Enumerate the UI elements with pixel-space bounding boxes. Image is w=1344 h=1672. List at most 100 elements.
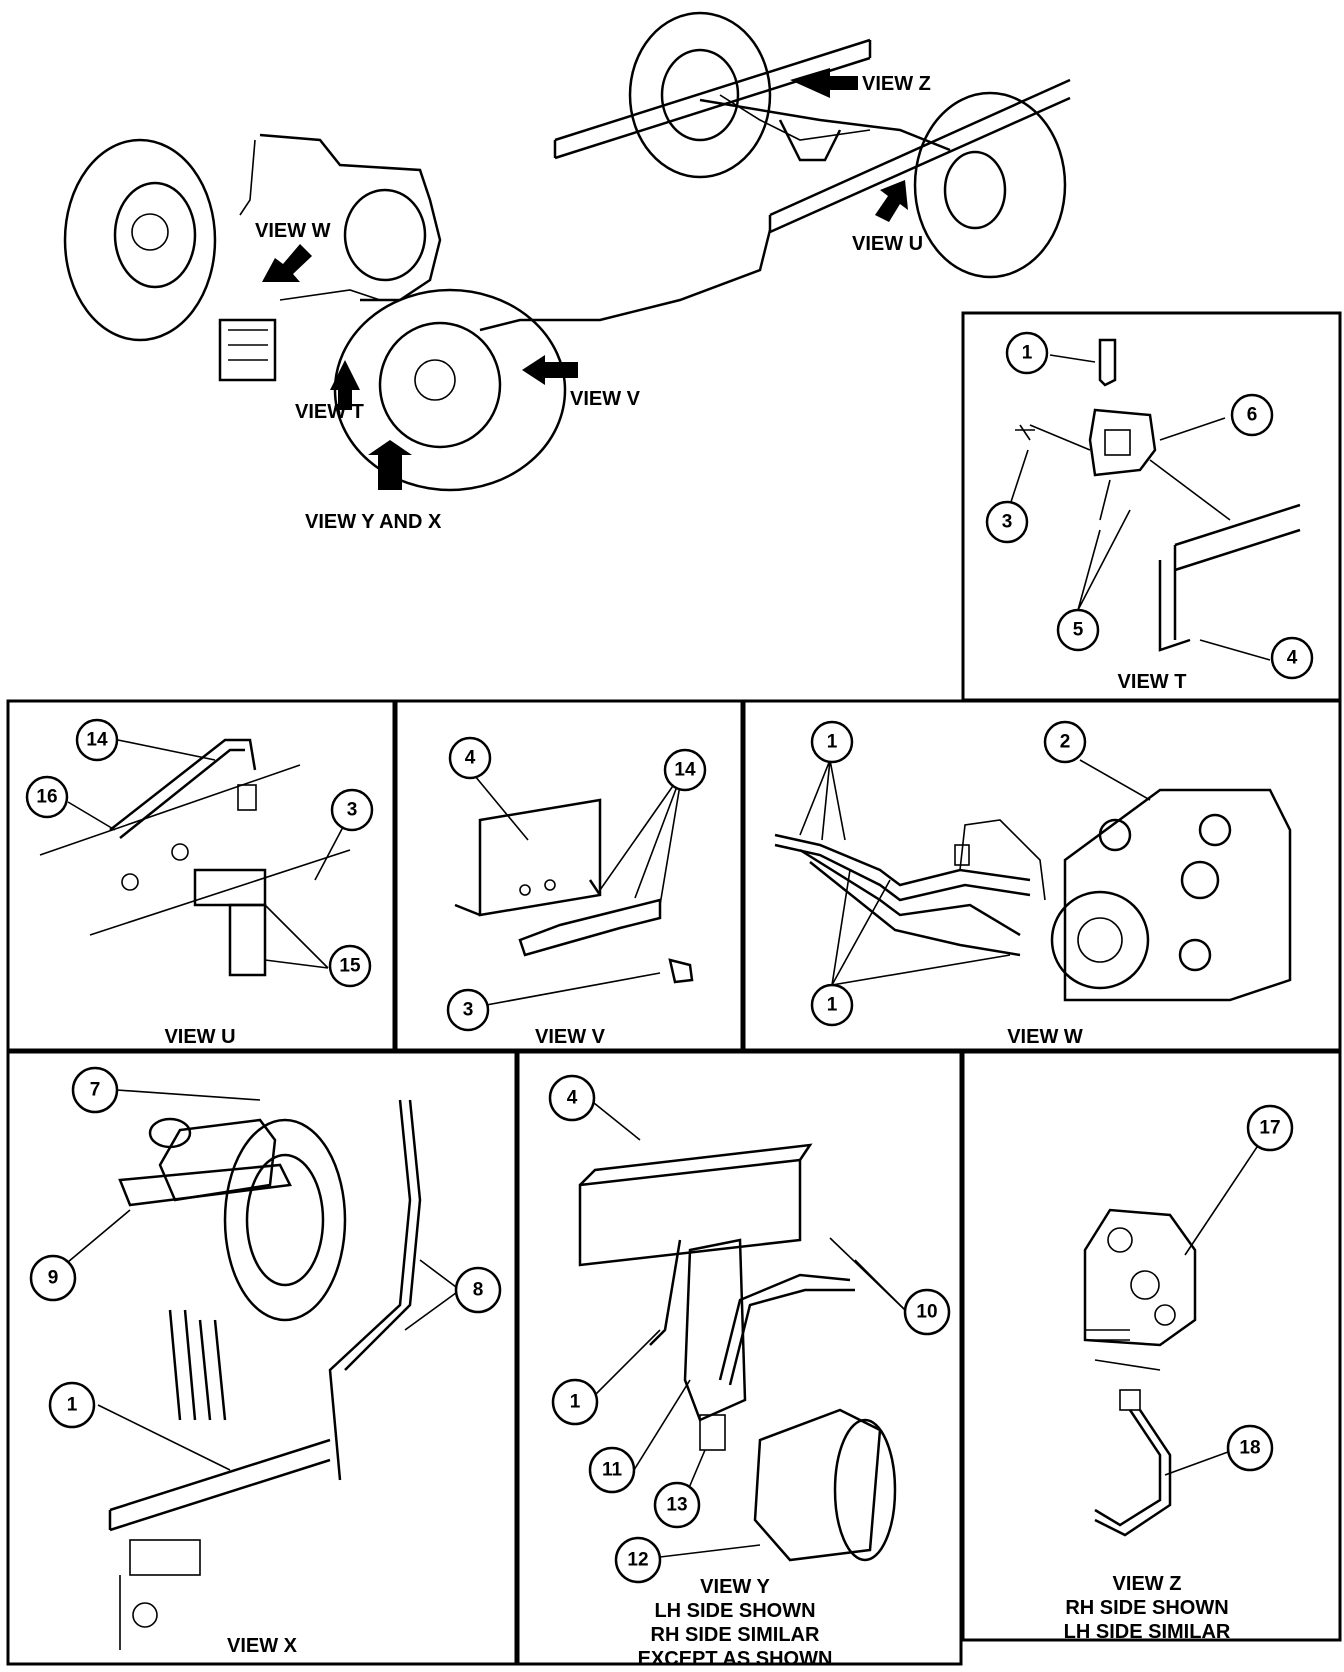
view-y-callouts: 4 10 1 11 13 12	[548, 1074, 951, 1584]
view-y-caption-line: RH SIDE SIMILAR	[651, 1624, 820, 1646]
view-y-caption-line: LH SIDE SHOWN	[654, 1600, 815, 1622]
callout-number: 1	[1022, 343, 1033, 364]
view-v-arrow	[522, 355, 578, 385]
view-w-label: VIEW W	[255, 220, 331, 242]
callout-number: 3	[463, 1000, 474, 1021]
view-t-drawing	[1015, 338, 1301, 652]
callout-circle	[1005, 331, 1049, 375]
callout-number: 4	[567, 1088, 578, 1109]
panel-view-x	[6, 1050, 518, 1666]
callout-number: 6	[1247, 405, 1258, 426]
view-z-label: VIEW Z	[862, 73, 931, 95]
view-y-caption-line: VIEW Y	[700, 1576, 770, 1598]
view-x-caption: VIEW X	[227, 1635, 298, 1657]
callout-circle	[328, 944, 372, 988]
view-x-callouts: 7 9 8 1	[29, 1066, 502, 1471]
view-z-caption-line: RH SIDE SHOWN	[1065, 1597, 1228, 1619]
callout-number: 5	[1073, 620, 1084, 641]
view-u-drawing	[39, 738, 351, 977]
callout-circle	[454, 1266, 502, 1314]
callout-circle	[1226, 1424, 1274, 1472]
view-u-arrow	[875, 180, 908, 222]
callout-circle	[1043, 720, 1087, 764]
panel-view-u	[6, 699, 396, 1052]
callout-circle	[48, 1381, 96, 1429]
callout-number: 1	[570, 1392, 581, 1413]
view-y-and-x-label: VIEW Y AND X	[305, 511, 442, 533]
callout-number: 16	[36, 787, 57, 808]
callout-circle	[985, 500, 1029, 544]
callout-number: 12	[627, 1550, 648, 1571]
view-v-callouts: 4 14 3	[446, 736, 707, 1032]
view-z-caption-line: VIEW Z	[1113, 1573, 1182, 1595]
view-z-drawing	[1083, 1208, 1197, 1537]
callout-number: 11	[602, 1460, 623, 1481]
callout-number: 9	[48, 1268, 59, 1289]
callout-circle	[448, 736, 492, 780]
callout-number: 4	[1287, 648, 1298, 669]
callout-number: 1	[67, 1395, 78, 1416]
view-u-label: VIEW U	[852, 233, 923, 255]
callout-circle	[1246, 1104, 1294, 1152]
panel-view-z	[961, 1050, 1342, 1642]
view-u-callouts: 14 16 3 15	[25, 718, 374, 988]
callout-circle	[588, 1446, 636, 1494]
view-w-drawing	[774, 788, 1292, 1002]
callout-number: 14	[86, 730, 108, 751]
view-v-label: VIEW V	[570, 388, 641, 410]
callout-circle	[548, 1074, 596, 1122]
callout-number: 17	[1259, 1118, 1280, 1139]
callout-number: 10	[916, 1302, 937, 1323]
callout-circle	[551, 1378, 599, 1426]
view-w-caption: VIEW W	[1007, 1026, 1083, 1048]
panel-view-v	[394, 699, 744, 1052]
view-z-caption-line: LH SIDE SIMILAR	[1064, 1621, 1231, 1643]
callout-circle	[1270, 636, 1314, 680]
callout-circle	[1056, 608, 1100, 652]
callout-number: 18	[1239, 1438, 1260, 1459]
callout-circle	[446, 988, 490, 1032]
view-u-caption: VIEW U	[164, 1026, 235, 1048]
view-y-caption-line: EXCEPT AS SHOWN	[638, 1648, 833, 1670]
callout-number: 3	[347, 800, 358, 821]
panel-view-y	[516, 1050, 963, 1666]
view-z-callouts: 17 18	[1164, 1104, 1294, 1476]
callout-circle	[330, 788, 374, 832]
callout-number: 2	[1060, 732, 1071, 753]
callout-number: 1	[827, 995, 838, 1016]
view-y-drawing	[578, 1143, 897, 1562]
view-x-drawing	[108, 1099, 422, 1650]
view-v-caption: VIEW V	[535, 1026, 606, 1048]
callout-number: 4	[465, 748, 476, 769]
overview-drawing	[63, 11, 1071, 492]
callout-circle	[75, 718, 119, 762]
callout-number: 8	[473, 1280, 484, 1301]
view-t-arrow	[330, 360, 360, 410]
panel-view-w	[742, 699, 1342, 1052]
rear-axle-assembly	[553, 11, 1071, 279]
callout-number: 15	[339, 956, 361, 977]
callout-number: 7	[90, 1080, 101, 1101]
callout-circle	[903, 1288, 951, 1336]
callout-circle	[1230, 393, 1274, 437]
callout-circle	[810, 983, 854, 1027]
callout-number: 13	[666, 1495, 687, 1516]
callout-circle	[663, 748, 707, 792]
callout-circle	[25, 775, 69, 819]
callout-circle	[29, 1254, 77, 1302]
callout-number: 14	[674, 760, 696, 781]
callout-number: 1	[827, 732, 838, 753]
callout-circle	[614, 1536, 662, 1584]
front-left-wheel	[63, 138, 427, 342]
view-v-drawing	[454, 798, 694, 984]
view-w-callouts: 1 2 1	[799, 720, 1151, 1027]
callout-circle	[810, 720, 854, 764]
view-t-callouts: 1 6 3 5 4	[985, 331, 1314, 680]
callout-circle	[71, 1066, 119, 1114]
view-t-caption: VIEW T	[1118, 671, 1187, 693]
abs-unit	[218, 318, 277, 382]
callout-circle	[653, 1481, 701, 1529]
view-w-arrow	[262, 244, 312, 282]
view-y-and-x-arrow	[368, 440, 412, 490]
